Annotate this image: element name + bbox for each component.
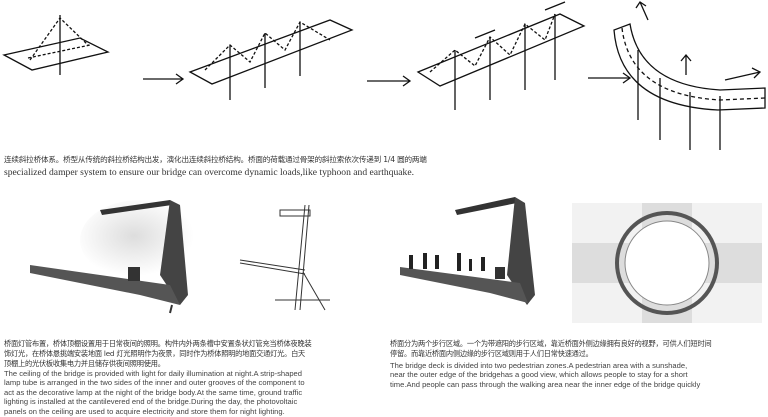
stage-1-cable-stayed-bridge xyxy=(2,15,110,75)
lighting-section-render xyxy=(30,200,200,314)
evolution-diagram xyxy=(2,1,766,150)
stage-2-continuous-bridge xyxy=(188,19,354,100)
zones-en-line: The bridge deck is divided into two pede… xyxy=(390,361,688,370)
evolution-caption-cn: 连续斜拉桥体系。桥型从传统的斜拉桥结构出发，演化出连续斜拉桥结构。桥面的荷载通过… xyxy=(4,155,427,164)
lighting-detail-section xyxy=(239,204,330,311)
zones-en-line: near the outer edge of the bridgehas a g… xyxy=(390,370,688,380)
bridge-plan-view xyxy=(572,203,762,323)
zones-en-line: time.And people can pass through the wal… xyxy=(390,379,701,389)
lighting-en-line: panels on the ceiling are used to acquir… xyxy=(4,406,285,416)
stage-4-curved-bridge xyxy=(613,1,766,150)
lighting-en-line: The ceiling of the bridge is provided wi… xyxy=(4,369,303,378)
lighting-cn-line: 饰灯光，在桥体悬挑端安装地面 led 灯光照明作为夜景，同时作为桥体照明的地面交… xyxy=(4,349,306,358)
lighting-en-line: act as the decorative lamp at the night … xyxy=(4,387,303,397)
lighting-en-line: lamp tube is arranged in the two sides o… xyxy=(4,378,305,388)
lighting-cn-line: 顶棚上的光伏板收集电力并且储存供夜间照明使用。 xyxy=(4,359,165,368)
zones-cn-line: 停留。而靠近桥面内侧边缘的步行区域则用于人们日常快速通过。 xyxy=(390,349,593,358)
zones-cn-line: 桥面分为两个步行区域。一个为带遮阳的步行区域，靠近桥面外侧边缘拥有良好的视野，可… xyxy=(390,339,712,348)
arrow-1 xyxy=(143,73,185,85)
zones-description: 桥面分为两个步行区域。一个为带遮阳的步行区域，靠近桥面外侧边缘拥有良好的视野，可… xyxy=(390,339,768,389)
stage-3-loaded-bridge xyxy=(416,1,586,110)
arrow-3 xyxy=(588,72,632,84)
lighting-description: 桥面灯管布置，桥体顶棚设置用于日常夜间的照明。构件内外两条槽中安置条状灯管充当桥… xyxy=(4,339,384,416)
people-silhouettes xyxy=(409,253,485,271)
lighting-cn-line: 桥面灯管布置，桥体顶棚设置用于日常夜间的照明。构件内外两条槽中安置条状灯管充当桥… xyxy=(4,339,312,348)
pedestrian-section-render xyxy=(400,197,535,305)
evolution-caption-en: specialized damper system to ensure our … xyxy=(4,167,414,178)
arrow-2 xyxy=(367,75,412,87)
lighting-en-line: lighting is installed at the cantilevere… xyxy=(4,397,298,407)
